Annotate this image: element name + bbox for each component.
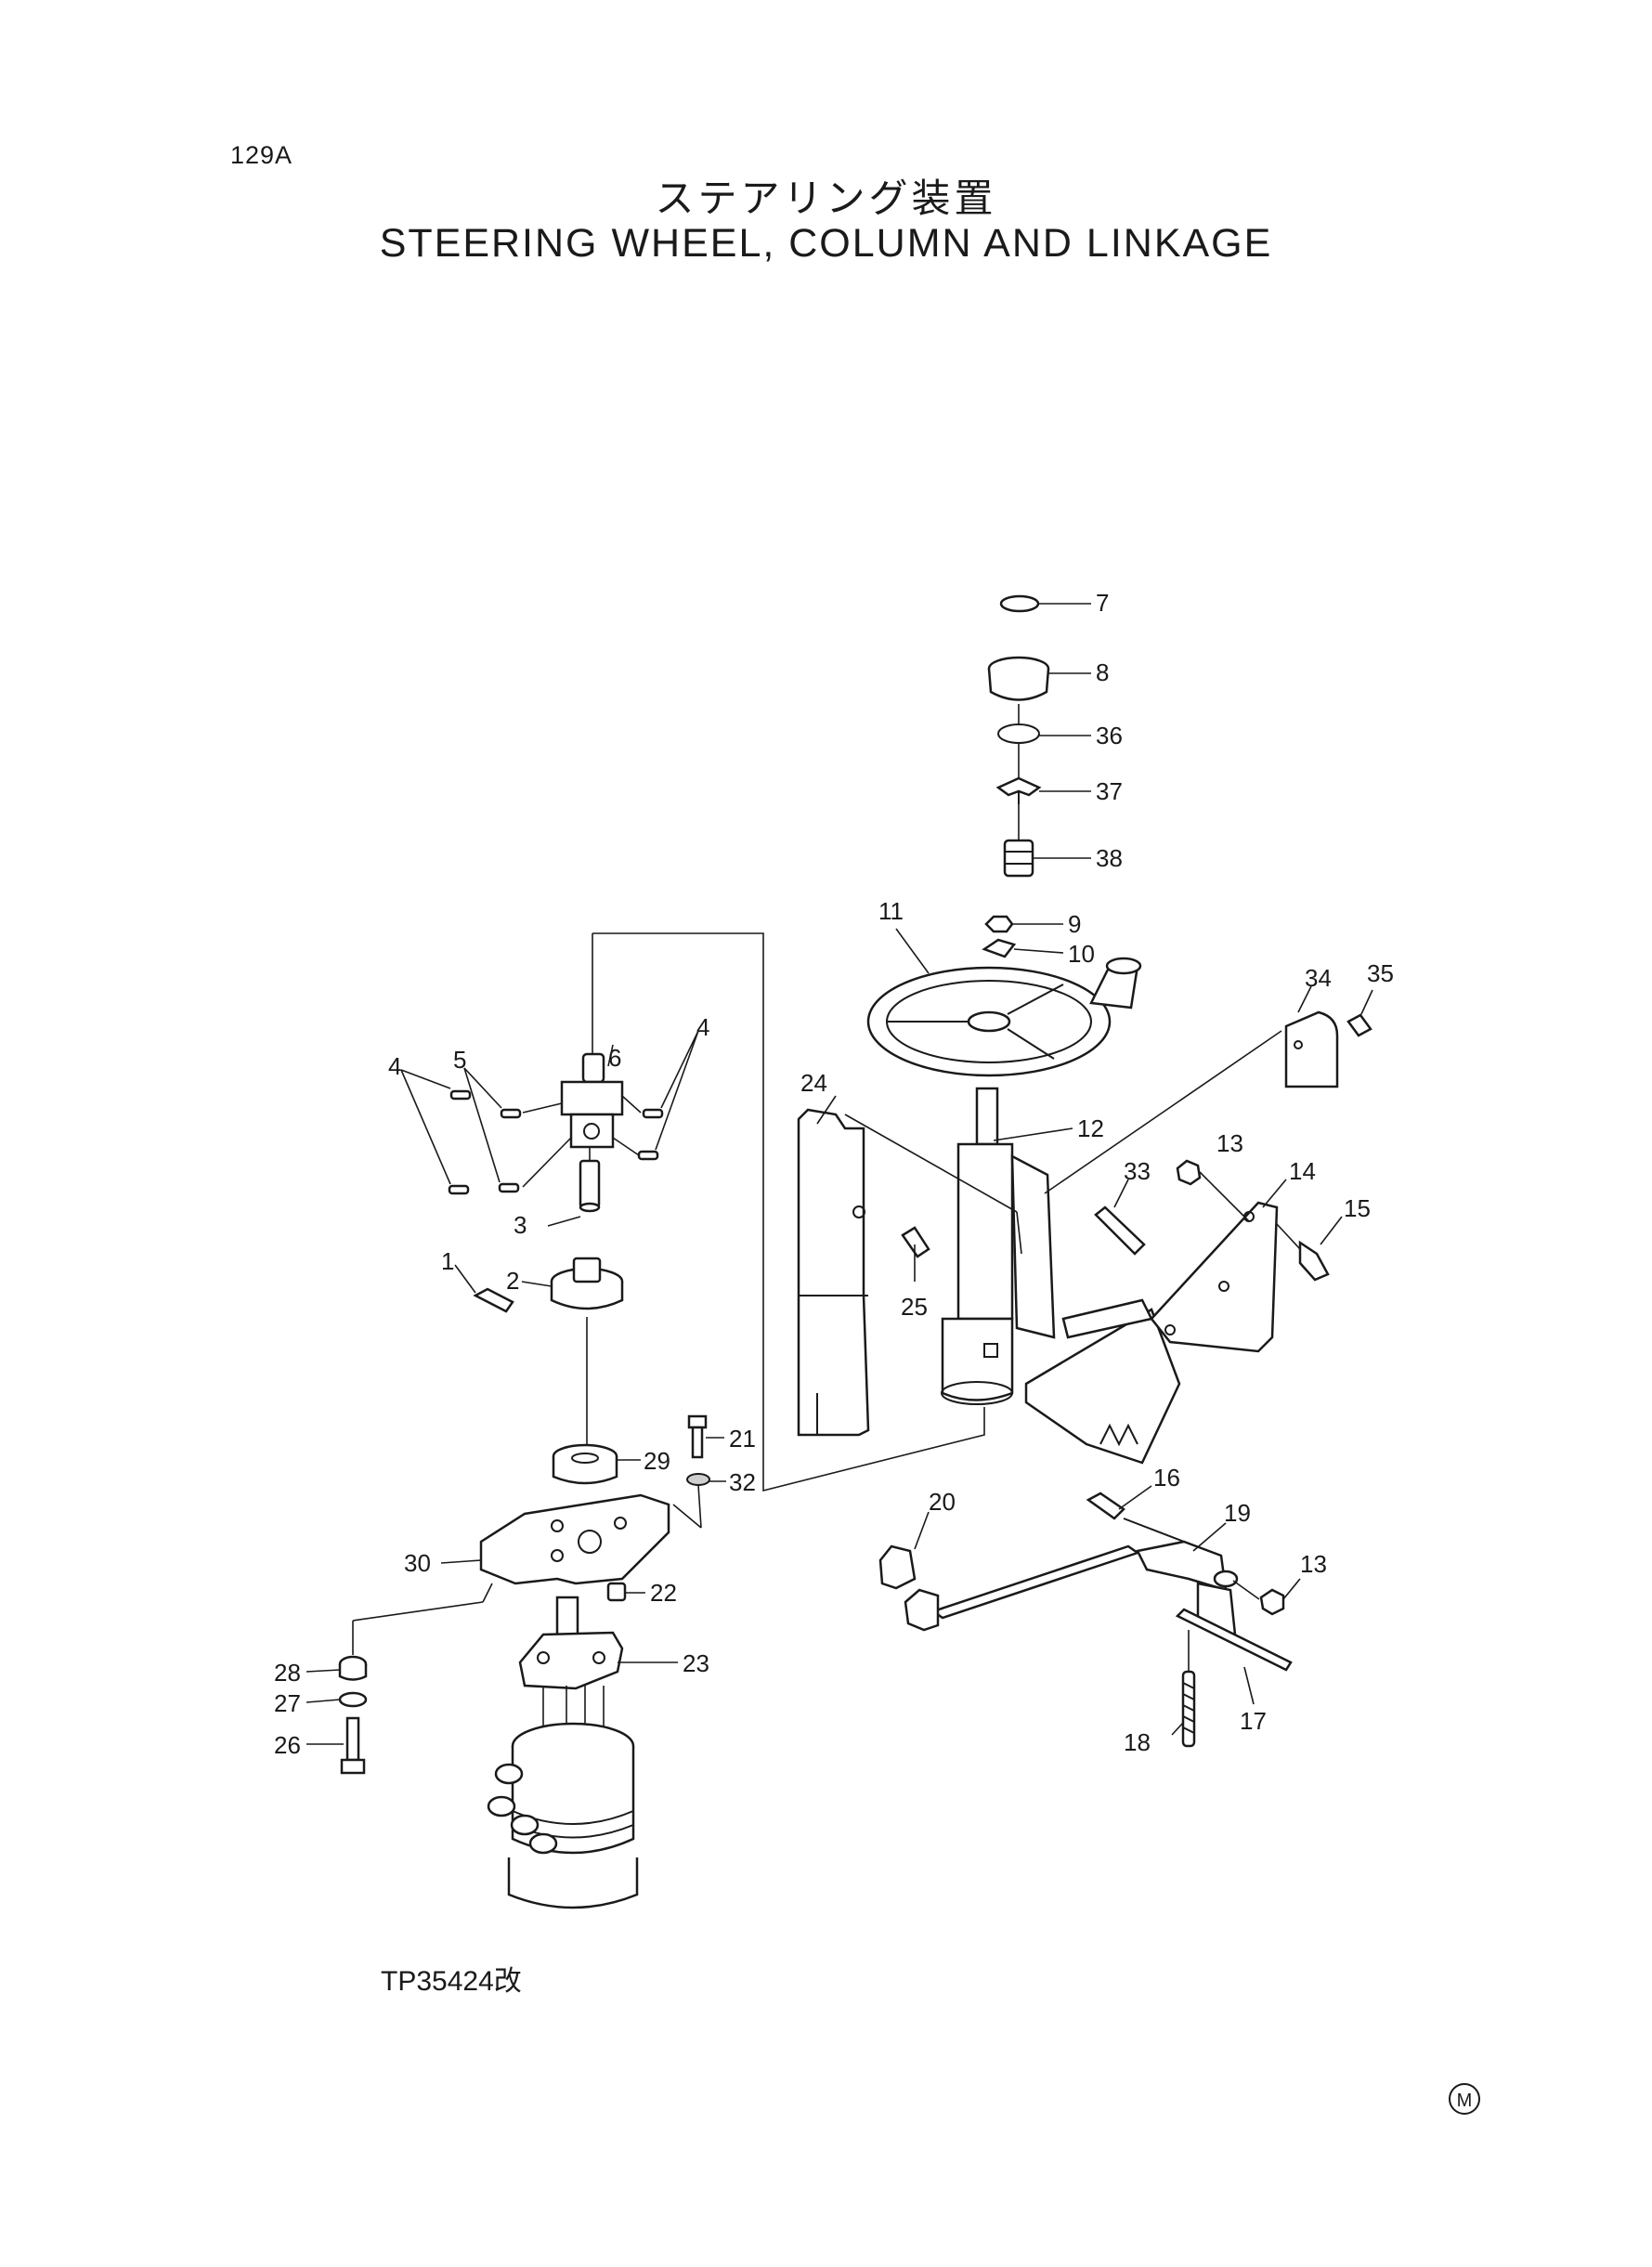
- part-32-washer: [672, 1473, 726, 1529]
- callout-30: 30: [404, 1549, 431, 1577]
- callout-5: 5: [453, 1046, 466, 1074]
- part-3-shaft: [547, 1147, 601, 1227]
- lower-bracket: [1024, 1298, 1181, 1465]
- drawing-reference: TP35424改: [381, 1966, 522, 1997]
- part-6-universal-joint: [522, 1044, 642, 1188]
- callout-8: 8: [1096, 658, 1109, 686]
- callout-19: 19: [1224, 1499, 1251, 1527]
- part-20-pedal-pads: [878, 1511, 940, 1632]
- callout-12: 12: [1077, 1114, 1104, 1142]
- part-1-bolt: [454, 1264, 514, 1313]
- part-28-bushing: [306, 1655, 368, 1681]
- callout-6: 6: [608, 1044, 621, 1072]
- part-19-pedal-arm: [930, 1518, 1239, 1636]
- callout-4-right: 4: [696, 1013, 709, 1041]
- callout-34: 34: [1305, 964, 1332, 992]
- callout-20: 20: [929, 1488, 956, 1516]
- callout-28: 28: [274, 1659, 301, 1687]
- part-25-bolt: [901, 1226, 930, 1282]
- callout-23: 23: [683, 1649, 709, 1677]
- callout-35: 35: [1367, 959, 1394, 987]
- part-24-column-cover: [797, 1095, 870, 1437]
- callout-7: 7: [1096, 589, 1109, 617]
- callout-13-lower: 13: [1300, 1550, 1327, 1578]
- part-29-seal: [552, 1443, 641, 1485]
- callout-25: 25: [901, 1293, 928, 1321]
- part-11-steering-wheel: [866, 928, 1142, 1077]
- part-23-adapter: [518, 1596, 678, 1690]
- part-8-horn-cover: [987, 656, 1091, 701]
- part-35-bolt: [1346, 989, 1373, 1037]
- part-7-cap: [999, 594, 1091, 613]
- callout-21: 21: [729, 1425, 756, 1453]
- callout-3: 3: [514, 1211, 527, 1239]
- callout-1: 1: [441, 1247, 454, 1275]
- title-english: STEERING WHEEL, COLUMN AND LINKAGE: [379, 221, 1273, 266]
- callout-26: 26: [274, 1731, 301, 1759]
- callout-15: 15: [1344, 1194, 1371, 1222]
- part-5-pins: [463, 1067, 522, 1193]
- part-36-ring: [997, 723, 1091, 744]
- part-21-bolt: [687, 1414, 724, 1459]
- callout-17: 17: [1240, 1707, 1267, 1735]
- callout-27: 27: [274, 1689, 301, 1717]
- part-30-plate: [352, 1493, 670, 1655]
- callout-22: 22: [650, 1579, 677, 1607]
- part-37-clip: [995, 776, 1091, 804]
- part-2-hub: [521, 1257, 624, 1310]
- callout-29: 29: [644, 1447, 670, 1475]
- callout-2: 2: [506, 1267, 519, 1295]
- callout-38: 38: [1096, 844, 1123, 872]
- corner-mark: M: [1449, 2083, 1480, 2115]
- part-13-nut-lower: [1232, 1578, 1301, 1616]
- callout-13-upper: 13: [1216, 1129, 1243, 1157]
- callout-10: 10: [1068, 940, 1095, 968]
- part-17-shaft: [1175, 1608, 1293, 1705]
- part-26-bolt: [306, 1716, 366, 1775]
- part-34-plate: [1044, 985, 1339, 1194]
- callout-33: 33: [1124, 1157, 1151, 1185]
- part-16-bolt: [1086, 1485, 1152, 1520]
- callout-37: 37: [1096, 777, 1123, 805]
- title-japanese: ステアリング装置: [655, 176, 997, 221]
- page-number: 129A: [230, 141, 293, 169]
- part-12-steering-column: [941, 1087, 1073, 1405]
- steering-unit: [487, 1686, 639, 1909]
- callout-16: 16: [1153, 1464, 1180, 1492]
- callout-18: 18: [1124, 1728, 1151, 1756]
- part-14-mounting-plate: [1150, 1179, 1287, 1353]
- part-15-bolt: [1276, 1216, 1343, 1282]
- part-13-nut-upper: [1176, 1159, 1250, 1222]
- part-38-bushing: [1003, 839, 1091, 878]
- callout-36: 36: [1096, 722, 1123, 749]
- callout-32: 32: [729, 1468, 756, 1496]
- callout-4-left: 4: [388, 1052, 401, 1080]
- callout-24: 24: [800, 1069, 827, 1097]
- part-18-spring: [1171, 1630, 1196, 1748]
- part-33-strip: [1094, 1179, 1146, 1256]
- callout-9: 9: [1068, 910, 1081, 938]
- part-9-nut: [984, 915, 1063, 933]
- part-22-sleeve: [606, 1582, 645, 1602]
- part-10-washer: [982, 938, 1064, 958]
- part-4-pins: [400, 1030, 699, 1195]
- callout-14: 14: [1289, 1157, 1316, 1185]
- callout-11: 11: [878, 897, 904, 925]
- part-27-washer: [306, 1691, 368, 1708]
